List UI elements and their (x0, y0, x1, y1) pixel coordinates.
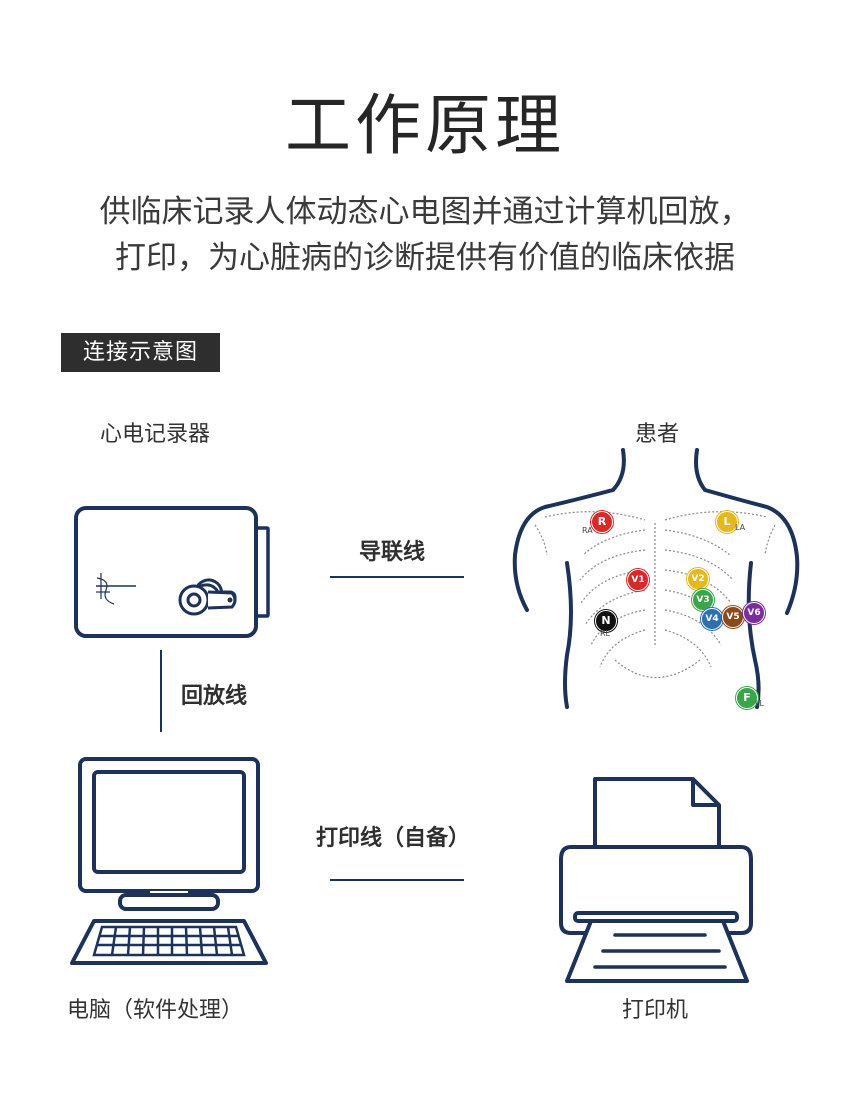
subtitle-line-1: 供临床记录人体动态心电图并通过计算机回放， (99, 194, 751, 230)
computer-icon (70, 757, 268, 965)
electrode-v4: V4 (701, 608, 723, 630)
electrode-sublabel: LL (755, 699, 764, 708)
page-title: 工作原理 (285, 87, 565, 164)
electrode-l: L (716, 511, 738, 533)
playback-wire-line (160, 650, 162, 732)
print-wire-label: 打印线（自备） (316, 826, 471, 851)
playback-wire-label: 回放线 (181, 684, 248, 709)
print-wire-line (330, 879, 464, 881)
electrode-v2: V2 (687, 568, 709, 590)
electrode-v6: V6 (743, 602, 765, 624)
patient-torso-icon (512, 448, 800, 709)
section-tag: 连接示意图 (61, 333, 220, 372)
electrode-sublabel: LA (735, 523, 746, 532)
electrode-sublabel: RA (582, 526, 593, 535)
electrode-v1: V1 (627, 569, 649, 591)
patient-label: 患者 (635, 422, 680, 447)
electrode-r: R (591, 511, 613, 533)
printer-label: 打印机 (622, 998, 689, 1023)
electrode-n: N (595, 610, 617, 632)
electrode-v5: V5 (722, 606, 744, 628)
subtitle-line-2: 打印，为心脏病的诊断提供有价值的临床依据 (115, 240, 735, 276)
printer-icon (559, 777, 753, 983)
ecg-recorder-icon (74, 506, 270, 638)
electrode-sublabel: RL (600, 629, 611, 638)
lead-wire-line (330, 576, 464, 578)
computer-label: 电脑（软件处理） (67, 998, 244, 1023)
recorder-label: 心电记录器 (100, 422, 211, 447)
electrode-f: F (736, 687, 758, 709)
lead-wire-label: 导联线 (359, 540, 426, 565)
